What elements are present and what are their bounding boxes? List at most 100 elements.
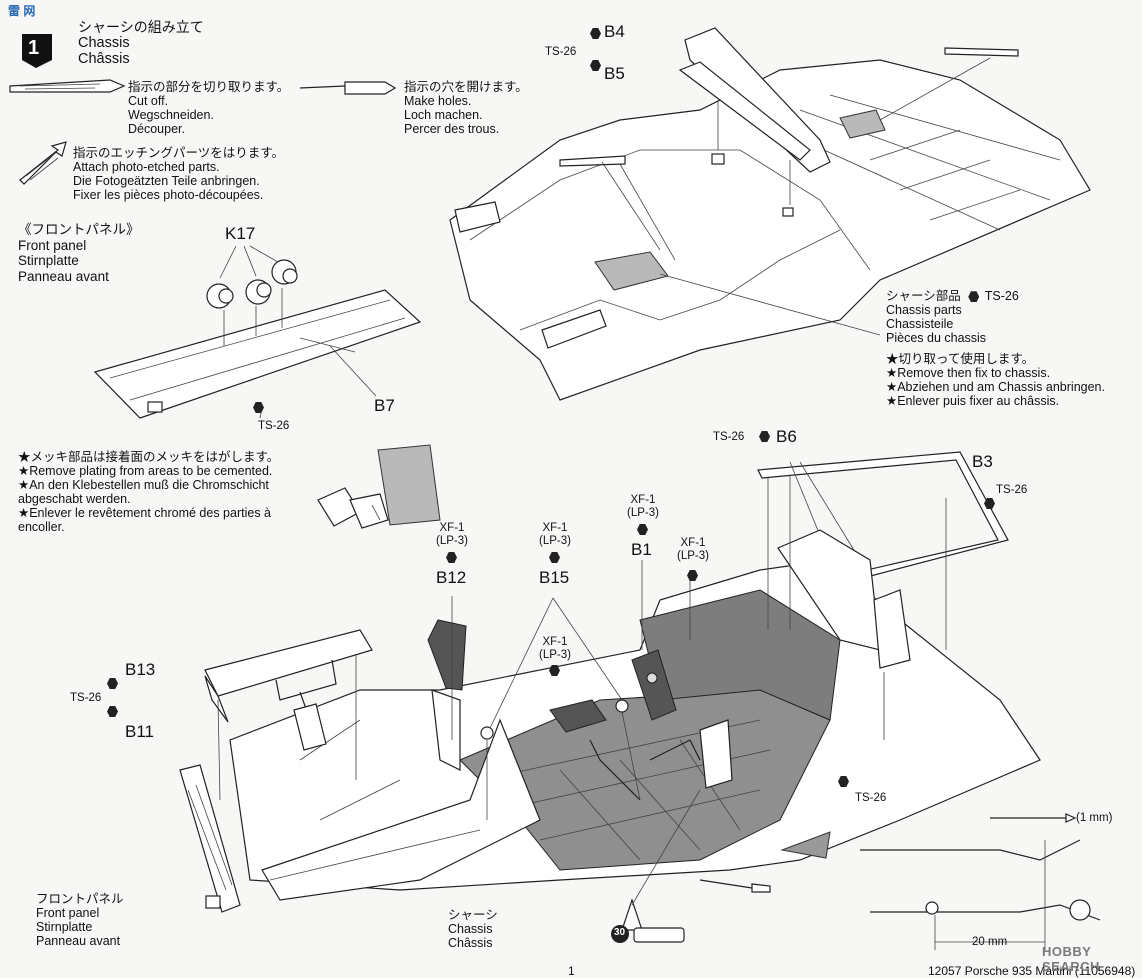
paint-b12: XF-1 (LP-3) bbox=[436, 522, 468, 548]
label-b6: B6 bbox=[776, 427, 797, 446]
fp-bottom-de: Stirnplatte bbox=[36, 920, 93, 934]
paint-hex-icon bbox=[590, 28, 601, 39]
legend-cut-ja: 指示の部分を切り取ります。 bbox=[128, 80, 290, 94]
fp-title-de: Stirnplatte bbox=[18, 253, 79, 268]
label-b1: B1 bbox=[631, 540, 652, 559]
paint-hex-icon bbox=[590, 60, 601, 71]
paint-hex-icon bbox=[549, 552, 560, 563]
legend-etched-en: Attach photo-etched parts. bbox=[73, 160, 220, 174]
label-b4: B4 bbox=[604, 22, 625, 41]
plating-note-en: ★Remove plating from areas to be cemente… bbox=[18, 464, 273, 478]
chassis-parts-ts: TS-26 bbox=[984, 289, 1019, 303]
paint-hex-icon bbox=[759, 431, 770, 442]
legend-etched: 指示のエッチングパーツをはります。 Attach photo-etched pa… bbox=[73, 146, 284, 202]
step-badge-shape bbox=[22, 34, 52, 68]
paint-mid-xf: XF-1 bbox=[542, 636, 568, 648]
chassis-parts-de: Chassisteile bbox=[886, 317, 954, 331]
legend-holes-en: Make holes. bbox=[404, 94, 472, 108]
legend-cut-de: Wegschneiden. bbox=[128, 108, 214, 122]
front-panel-top-art bbox=[93, 245, 422, 419]
step-title-ja: シャーシの組み立て bbox=[78, 19, 204, 35]
chassis-bottom-fr: Châssis bbox=[448, 936, 493, 950]
label-b3: B3 bbox=[972, 452, 993, 471]
glue-step-number: 30 bbox=[614, 927, 626, 938]
etched-arrow-icon bbox=[19, 141, 67, 185]
paint-hex-icon bbox=[968, 291, 980, 303]
paint-b12-lp: (LP-3) bbox=[436, 535, 468, 547]
paint-hex-icon bbox=[446, 552, 457, 563]
label-ts26-b3: TS-26 bbox=[996, 484, 1028, 496]
chassis-parts-en: Chassis parts bbox=[886, 303, 962, 317]
legend-etched-ja: 指示のエッチングパーツをはります。 bbox=[73, 146, 285, 160]
legend-cut-en: Cut off. bbox=[128, 94, 169, 108]
chassis-parts-fr: Pièces du chassis bbox=[886, 331, 987, 345]
label-ts26-b4: TS-26 bbox=[545, 46, 577, 58]
paint-hex-icon bbox=[107, 678, 118, 689]
paint-b1-lp: (LP-3) bbox=[627, 507, 659, 519]
label-b13: B13 bbox=[125, 660, 156, 679]
paint-b1b-xf: XF-1 bbox=[680, 537, 706, 549]
paint-hex-icon bbox=[687, 570, 698, 581]
chassis-parts-ja: シャーシ部品 bbox=[886, 289, 961, 303]
label-ts26-top: TS-26 bbox=[258, 420, 290, 432]
plating-note: ★メッキ部品は接着面のメッキをはがします。 ★Remove plating fr… bbox=[18, 450, 279, 534]
paint-b12-xf: XF-1 bbox=[439, 522, 465, 534]
label-ts26-b13: TS-26 bbox=[70, 692, 102, 704]
fp-bottom-fr: Panneau avant bbox=[36, 934, 121, 948]
watermark-top: 雷 网 bbox=[8, 4, 36, 18]
legend-cut-fr: Découper. bbox=[128, 122, 185, 136]
chassis-top-art bbox=[449, 27, 1091, 401]
paint-hex-icon bbox=[549, 665, 560, 676]
remove-note-ja: ★切り取って使用します。 bbox=[886, 352, 1035, 366]
legend-etched-fr: Fixer les pièces photo-découpées. bbox=[73, 188, 264, 202]
knife-icon bbox=[9, 79, 126, 93]
paint-hex-icon bbox=[637, 524, 648, 535]
paint-b15-xf: XF-1 bbox=[542, 522, 568, 534]
plating-illustration bbox=[317, 444, 441, 529]
paint-mid: XF-1 (LP-3) bbox=[539, 636, 571, 662]
label-b15: B15 bbox=[539, 568, 570, 587]
fp-title-en: Front panel bbox=[18, 237, 87, 253]
chassis-bottom-art bbox=[179, 451, 1101, 950]
chassis-bottom: シャーシ Chassis Châssis bbox=[448, 908, 498, 950]
fp-bottom-en: Front panel bbox=[36, 906, 100, 920]
legend-holes: 指示の穴を開けます。 Make holes. Loch machen. Perc… bbox=[404, 80, 528, 136]
chassis-bottom-en: Chassis bbox=[448, 922, 493, 936]
plating-note-de1: ★An den Klebestellen muß die Chromschich… bbox=[18, 478, 269, 492]
remove-note-de: ★Abziehen und am Chassis anbringen. bbox=[886, 380, 1105, 394]
paint-b15: XF-1 (LP-3) bbox=[539, 522, 571, 548]
plating-note-de2: abgeschabt werden. bbox=[18, 492, 131, 506]
paint-b1: XF-1 (LP-3) bbox=[627, 494, 659, 520]
paint-hex-icon bbox=[107, 706, 118, 717]
step-title-en: Chassis bbox=[78, 35, 130, 51]
label-k17: K17 bbox=[225, 224, 256, 243]
chassis-parts-line: シャーシ部品 TS-26 bbox=[886, 289, 1019, 303]
paint-b15-lp: (LP-3) bbox=[539, 535, 571, 547]
paint-b1b: XF-1 (LP-3) bbox=[677, 537, 709, 563]
fp-title-fr: Panneau avant bbox=[18, 268, 109, 284]
paint-b1-xf: XF-1 bbox=[630, 494, 656, 506]
fp-bottom-ja: フロントパネル bbox=[36, 892, 124, 906]
paint-hex-icon bbox=[984, 498, 995, 509]
drill-icon bbox=[299, 81, 397, 95]
plating-note-ja: ★メッキ部品は接着面のメッキをはがします。 bbox=[18, 450, 280, 464]
label-b5: B5 bbox=[604, 64, 625, 83]
front-panel-bottom: フロントパネル Front panel Stirnplatte Panneau … bbox=[36, 892, 124, 948]
page-number: 1 bbox=[568, 964, 575, 978]
step-title-fr: Châssis bbox=[78, 51, 130, 67]
dimension-label: 20 mm bbox=[972, 936, 1008, 948]
paint-hex-icon bbox=[838, 776, 849, 787]
watermark-bottom: HOBBY SEARCH bbox=[1042, 944, 1100, 974]
remove-note: ★切り取って使用します。 ★Remove then fix to chassis… bbox=[886, 352, 1105, 408]
label-ts26-right: TS-26 bbox=[855, 792, 887, 804]
legend-cut: 指示の部分を切り取ります。 Cut off. Wegschneiden. Déc… bbox=[128, 80, 289, 136]
front-panel-top-title: 《フロントパネル》 Front panel Stirnplatte Pannea… bbox=[18, 222, 140, 284]
plating-note-fr1: ★Enlever le revêtement chromé des partie… bbox=[18, 506, 271, 520]
legend-etched-de: Die Fotogeätzten Teile anbringen. bbox=[73, 174, 260, 188]
step-number: 1 bbox=[28, 37, 40, 59]
legend-holes-de: Loch machen. bbox=[404, 108, 483, 122]
remove-note-fr: ★Enlever puis fixer au châssis. bbox=[886, 394, 1060, 408]
chassis-bottom-ja: シャーシ bbox=[448, 908, 498, 922]
drill-size: (1 mm) bbox=[1076, 812, 1113, 824]
